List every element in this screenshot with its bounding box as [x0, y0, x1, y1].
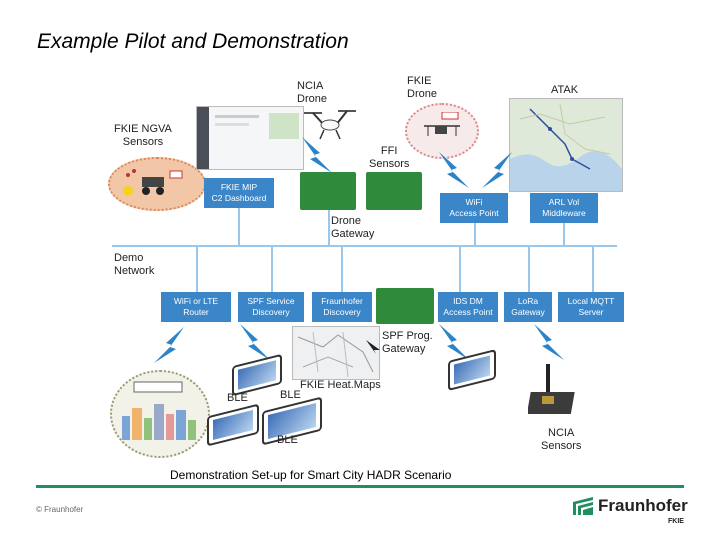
wireless-link-icon	[302, 137, 332, 173]
ncia-drone-label: NCIA Drone	[297, 80, 327, 106]
fkie-drone-label: FKIE Drone	[407, 75, 437, 101]
wireless-link-icon	[439, 324, 469, 360]
lora-line1: LoRa	[517, 296, 539, 306]
diagram-caption: Demonstration Set-up for Smart City HADR…	[170, 468, 452, 482]
fkie-heatmaps-label: FKIE Heat.Maps	[300, 379, 381, 391]
c2-dashboard-screenshot	[196, 106, 304, 170]
spf-gateway-board	[376, 288, 434, 324]
spf-prog-gateway-line2: Gateway	[382, 343, 426, 355]
smart-city-icon	[122, 381, 196, 440]
page-title: Example Pilot and Demonstration	[37, 30, 349, 53]
ncia-sensors-label-line2: Sensors	[541, 440, 582, 452]
ffi-sensors-label-line1: FFI	[380, 145, 398, 157]
ngva-vehicle-icon	[123, 169, 183, 196]
atak-map-graphic	[510, 99, 622, 191]
spf-service-line1: SPF Service	[247, 296, 295, 306]
heatmap-image	[292, 326, 380, 380]
wireless-link-icon	[534, 324, 564, 360]
footer-divider	[36, 485, 684, 488]
connector-line	[271, 246, 273, 292]
ids-dm-line1: IDS DM	[453, 296, 483, 306]
connector-line	[459, 246, 461, 292]
spf-prog-gateway-line1: SPF Prog.	[382, 330, 433, 342]
wifi-access-point-box: WiFi Access Point	[440, 193, 508, 223]
connector-line	[328, 210, 330, 246]
demo-network-label: Demo Network	[114, 252, 154, 278]
fkie-mip-line2: C2 Dashboard	[211, 193, 267, 203]
fkie-ngva-label-line1: FKIE NGVA	[114, 123, 172, 135]
fkie-ngva-label: FKIE NGVA Sensors	[114, 123, 172, 149]
ble-label-3: BLE	[277, 434, 298, 446]
fraunhofer-disc-line1: Fraunhofer	[321, 296, 363, 306]
ffi-sensors-label: FFI Sensors	[369, 145, 409, 171]
fkie-mip-box: FKIE MIP C2 Dashboard	[204, 178, 274, 208]
arl-vol-line1: ARL Vol	[548, 197, 580, 207]
spf-service-discovery-box: SPF Service Discovery	[238, 292, 304, 322]
fraunhofer-discovery-box: Fraunhofer Discovery	[312, 292, 372, 322]
fraunhofer-logo-icon	[573, 497, 593, 515]
wireless-link-icon	[240, 324, 270, 360]
fkie-ngva-label-line2: Sensors	[122, 136, 164, 148]
ncia-sensor-board-icon	[528, 364, 575, 414]
connector-line	[474, 223, 476, 246]
connector-line	[528, 246, 530, 292]
wifi-ap-line1: WiFi	[465, 197, 483, 207]
drone-gateway-label-line1: Drone	[331, 215, 361, 227]
fkie-drone-icon	[424, 112, 460, 136]
connector-line	[341, 246, 343, 292]
ids-dm-line2: Access Point	[443, 307, 493, 317]
wifi-lte-line1: WiFi or LTE	[173, 296, 219, 306]
wireless-link-icon	[482, 152, 512, 188]
local-mqtt-server-box: Local MQTT Server	[558, 292, 624, 322]
fraunhofer-logo-text: Fraunhofer	[598, 496, 688, 515]
ble-label-2: BLE	[280, 389, 301, 401]
ncia-drone-label-line1: NCIA	[297, 80, 324, 92]
wifi-ap-line2: Access Point	[449, 208, 499, 218]
copyright-text: © Fraunhofer	[36, 505, 84, 514]
fraunhofer-logo: Fraunhofer	[572, 496, 688, 516]
arrow-icon	[366, 340, 380, 354]
arl-vol-box: ARL Vol Middleware	[530, 193, 598, 223]
ble-label-1: BLE	[227, 392, 248, 404]
atak-map-screenshot	[509, 98, 623, 192]
demo-network-line	[112, 245, 617, 247]
ncia-sensors-label: NCIA Sensors	[541, 427, 581, 453]
ncia-drone-label-line2: Drone	[297, 93, 327, 105]
wireless-link-icon	[439, 152, 469, 188]
wireless-link-icon	[154, 327, 184, 363]
connector-line	[238, 208, 240, 246]
connector-line	[563, 223, 565, 246]
ids-dm-access-point-box: IDS DM Access Point	[438, 292, 498, 322]
connector-line	[592, 246, 594, 292]
fkie-drone-label-line2: Drone	[407, 88, 437, 100]
demo-network-label-line1: Demo	[114, 252, 144, 264]
local-mqtt-line2: Server	[578, 307, 604, 317]
fkie-mip-line1: FKIE MIP	[220, 182, 258, 192]
fraunhofer-disc-line2: Discovery	[323, 307, 361, 317]
arl-vol-line2: Middleware	[542, 208, 586, 218]
wifi-lte-line2: Router	[183, 307, 209, 317]
drone-gateway-board	[300, 172, 356, 210]
drone-gateway-label-line2: Gateway	[331, 228, 375, 240]
ncia-drone-icon	[304, 110, 356, 140]
wifi-lte-router-box: WiFi or LTE Router	[161, 292, 231, 322]
demo-network-label-line2: Network	[114, 265, 155, 277]
lora-gateway-box: LoRa Gateway	[504, 292, 552, 322]
drone-gateway-label: Drone Gateway	[331, 215, 374, 241]
ffi-sensors-board	[366, 172, 422, 210]
spf-service-line2: Discovery	[252, 307, 290, 317]
local-mqtt-line1: Local MQTT	[567, 296, 615, 306]
fkie-drone-label-line1: FKIE	[407, 75, 432, 87]
spf-prog-gateway-label: SPF Prog. Gateway	[382, 330, 433, 356]
heatmap-graphic	[297, 331, 374, 378]
fkie-logo-subtext: FKIE	[668, 518, 684, 525]
ffi-sensors-label-line2: Sensors	[369, 158, 410, 170]
tablet-device	[207, 403, 259, 447]
lora-line2: Gateway	[511, 307, 545, 317]
atak-label: ATAK	[551, 84, 579, 96]
ncia-sensors-label-line1: NCIA	[548, 427, 575, 439]
connector-line	[196, 246, 198, 292]
